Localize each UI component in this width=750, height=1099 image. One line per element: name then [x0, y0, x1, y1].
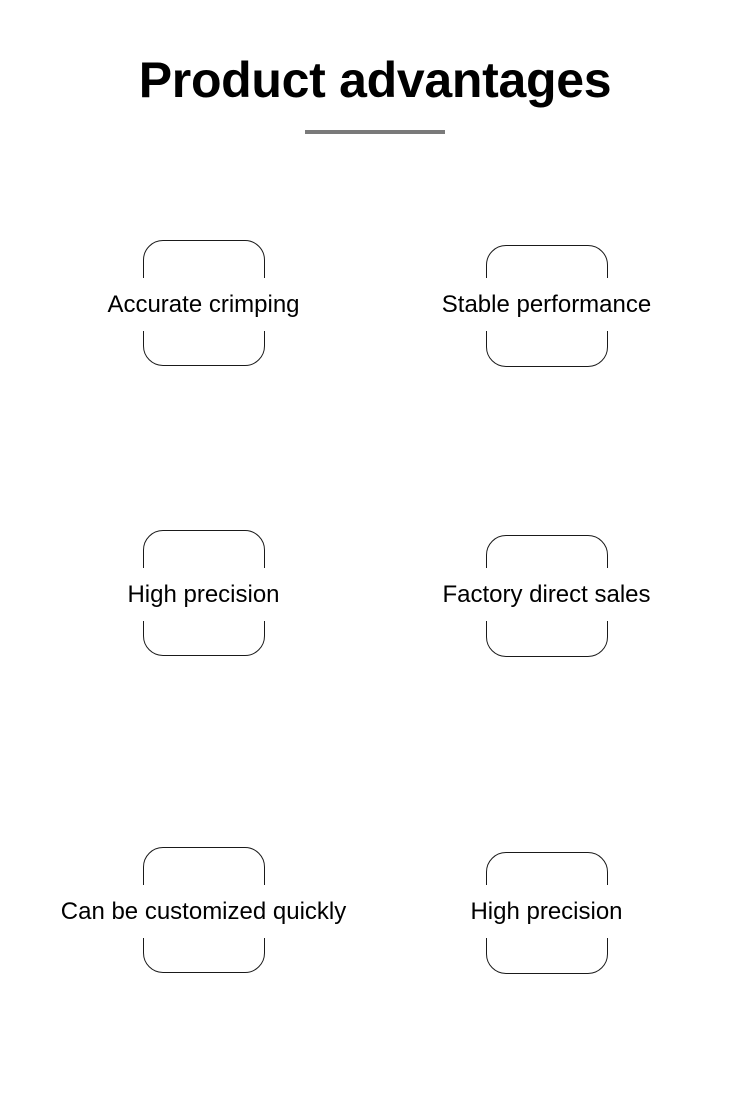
feature-card-accurate-crimping[interactable]: Accurate crimping	[16, 240, 391, 368]
feature-label: Factory direct sales	[359, 568, 734, 621]
feature-label: Stable performance	[359, 278, 734, 331]
feature-row: Can be customized quickly High precision	[0, 847, 750, 975]
feature-card-factory-direct-sales[interactable]: Factory direct sales	[359, 530, 734, 658]
title-divider	[305, 129, 445, 134]
feature-label: High precision	[359, 885, 734, 938]
page-title: Product advantages	[138, 52, 612, 108]
feature-row: Accurate crimping Stable performance	[0, 240, 750, 368]
feature-card-high-precision-2[interactable]: High precision	[359, 847, 734, 975]
feature-label: Can be customized quickly	[16, 885, 391, 938]
feature-card-high-precision[interactable]: High precision	[16, 530, 391, 658]
feature-grid: Accurate crimping Stable performance Hig…	[0, 240, 750, 980]
feature-card-can-be-customized-quickly[interactable]: Can be customized quickly	[16, 847, 391, 975]
feature-row: High precision Factory direct sales	[0, 530, 750, 658]
feature-label: High precision	[16, 568, 391, 621]
feature-card-stable-performance[interactable]: Stable performance	[359, 240, 734, 368]
page-header: Product advantages	[0, 52, 750, 134]
feature-label: Accurate crimping	[16, 278, 391, 331]
